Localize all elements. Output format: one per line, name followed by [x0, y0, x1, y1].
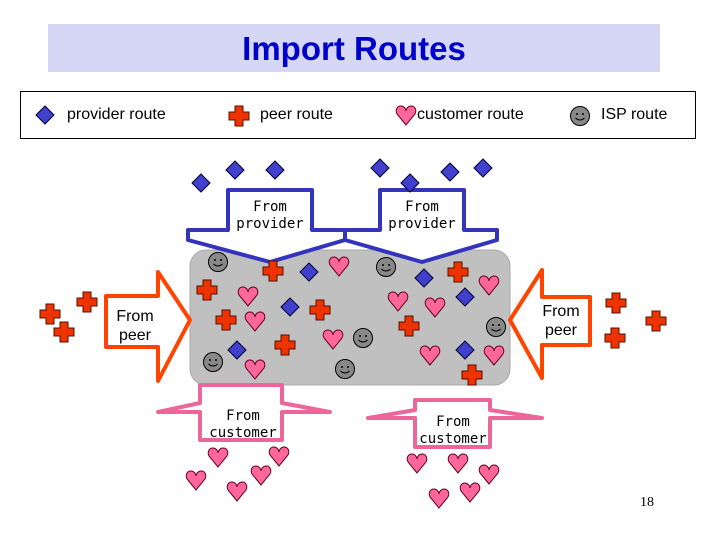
customer-route-icon: [459, 482, 481, 503]
arrow-label-line: provider: [236, 216, 304, 232]
arrow-label-line: customer: [419, 431, 487, 447]
from-peer-arrow-right: [508, 268, 592, 380]
peer-route-icon: [605, 292, 627, 314]
provider-route-icon: [370, 158, 390, 178]
arrow-label-line: From: [436, 414, 470, 430]
from-provider-label-right: From provider: [380, 199, 464, 233]
title-banner: Import Routes: [48, 24, 660, 72]
isp-route-icon: [208, 252, 228, 272]
customer-route-icon: [185, 470, 207, 491]
from-peer-label-left: From peer: [106, 307, 164, 345]
provider-route-icon: [440, 162, 460, 182]
from-provider-arrow-right: [343, 188, 499, 264]
arrow-label-line: peer: [544, 322, 578, 339]
arrow-label-line: From: [226, 408, 260, 424]
isp-route-icon: [335, 359, 355, 379]
isp-route-icon: [353, 328, 373, 348]
page-number: 18: [640, 495, 654, 510]
customer-route-icon: [250, 465, 272, 486]
legend-label-peer: peer route: [260, 106, 333, 123]
legend-label-isp: ISP route: [601, 106, 668, 123]
arrow-label-line: peer: [118, 327, 152, 344]
customer-route-icon: [478, 464, 500, 485]
provider-route-icon: [225, 160, 245, 180]
from-customer-arrow-left: [156, 383, 332, 442]
arrow-label-line: From: [405, 199, 439, 215]
from-customer-label-right: From customer: [408, 414, 498, 448]
legend: provider route peer route customer route…: [20, 91, 696, 139]
blue-diamond-icon: [35, 105, 55, 125]
customer-route-icon: [268, 446, 290, 467]
customer-route-icon: [207, 447, 229, 468]
provider-route-icon: [191, 173, 211, 193]
arrow-label-line: provider: [388, 216, 456, 232]
isp-route-icon: [203, 352, 223, 372]
provider-route-icon: [473, 158, 493, 178]
from-provider-arrow-left: [186, 188, 347, 264]
page-title: Import Routes: [242, 30, 466, 67]
arrow-label-line: From: [253, 199, 287, 215]
isp-route-icon: [486, 317, 506, 337]
pink-heart-icon: [395, 105, 417, 126]
peer-route-icon: [645, 310, 667, 332]
legend-label-customer: customer route: [417, 106, 524, 123]
from-provider-label-left: From provider: [228, 199, 312, 233]
arrow-label-line: customer: [209, 425, 277, 441]
from-peer-label-right: From peer: [534, 302, 588, 340]
gray-smiley-icon: [570, 106, 590, 126]
red-cross-icon: [228, 105, 250, 127]
peer-route-icon: [53, 321, 75, 343]
arrow-label-line: From: [542, 303, 580, 320]
customer-route-icon: [447, 453, 469, 474]
from-customer-arrow-right: [366, 398, 544, 449]
peer-route-icon: [39, 303, 61, 325]
legend-label-provider: provider route: [67, 106, 166, 123]
customer-route-icon: [226, 481, 248, 502]
from-customer-label-left: From customer: [198, 408, 288, 442]
customer-route-icon: [406, 453, 428, 474]
peer-route-icon: [76, 291, 98, 313]
from-peer-arrow-left: [104, 270, 192, 383]
arrow-label-line: From: [116, 308, 154, 325]
peer-route-icon: [604, 327, 626, 349]
customer-route-icon: [428, 488, 450, 509]
provider-route-icon: [265, 160, 285, 180]
isp-route-icon: [376, 257, 396, 277]
